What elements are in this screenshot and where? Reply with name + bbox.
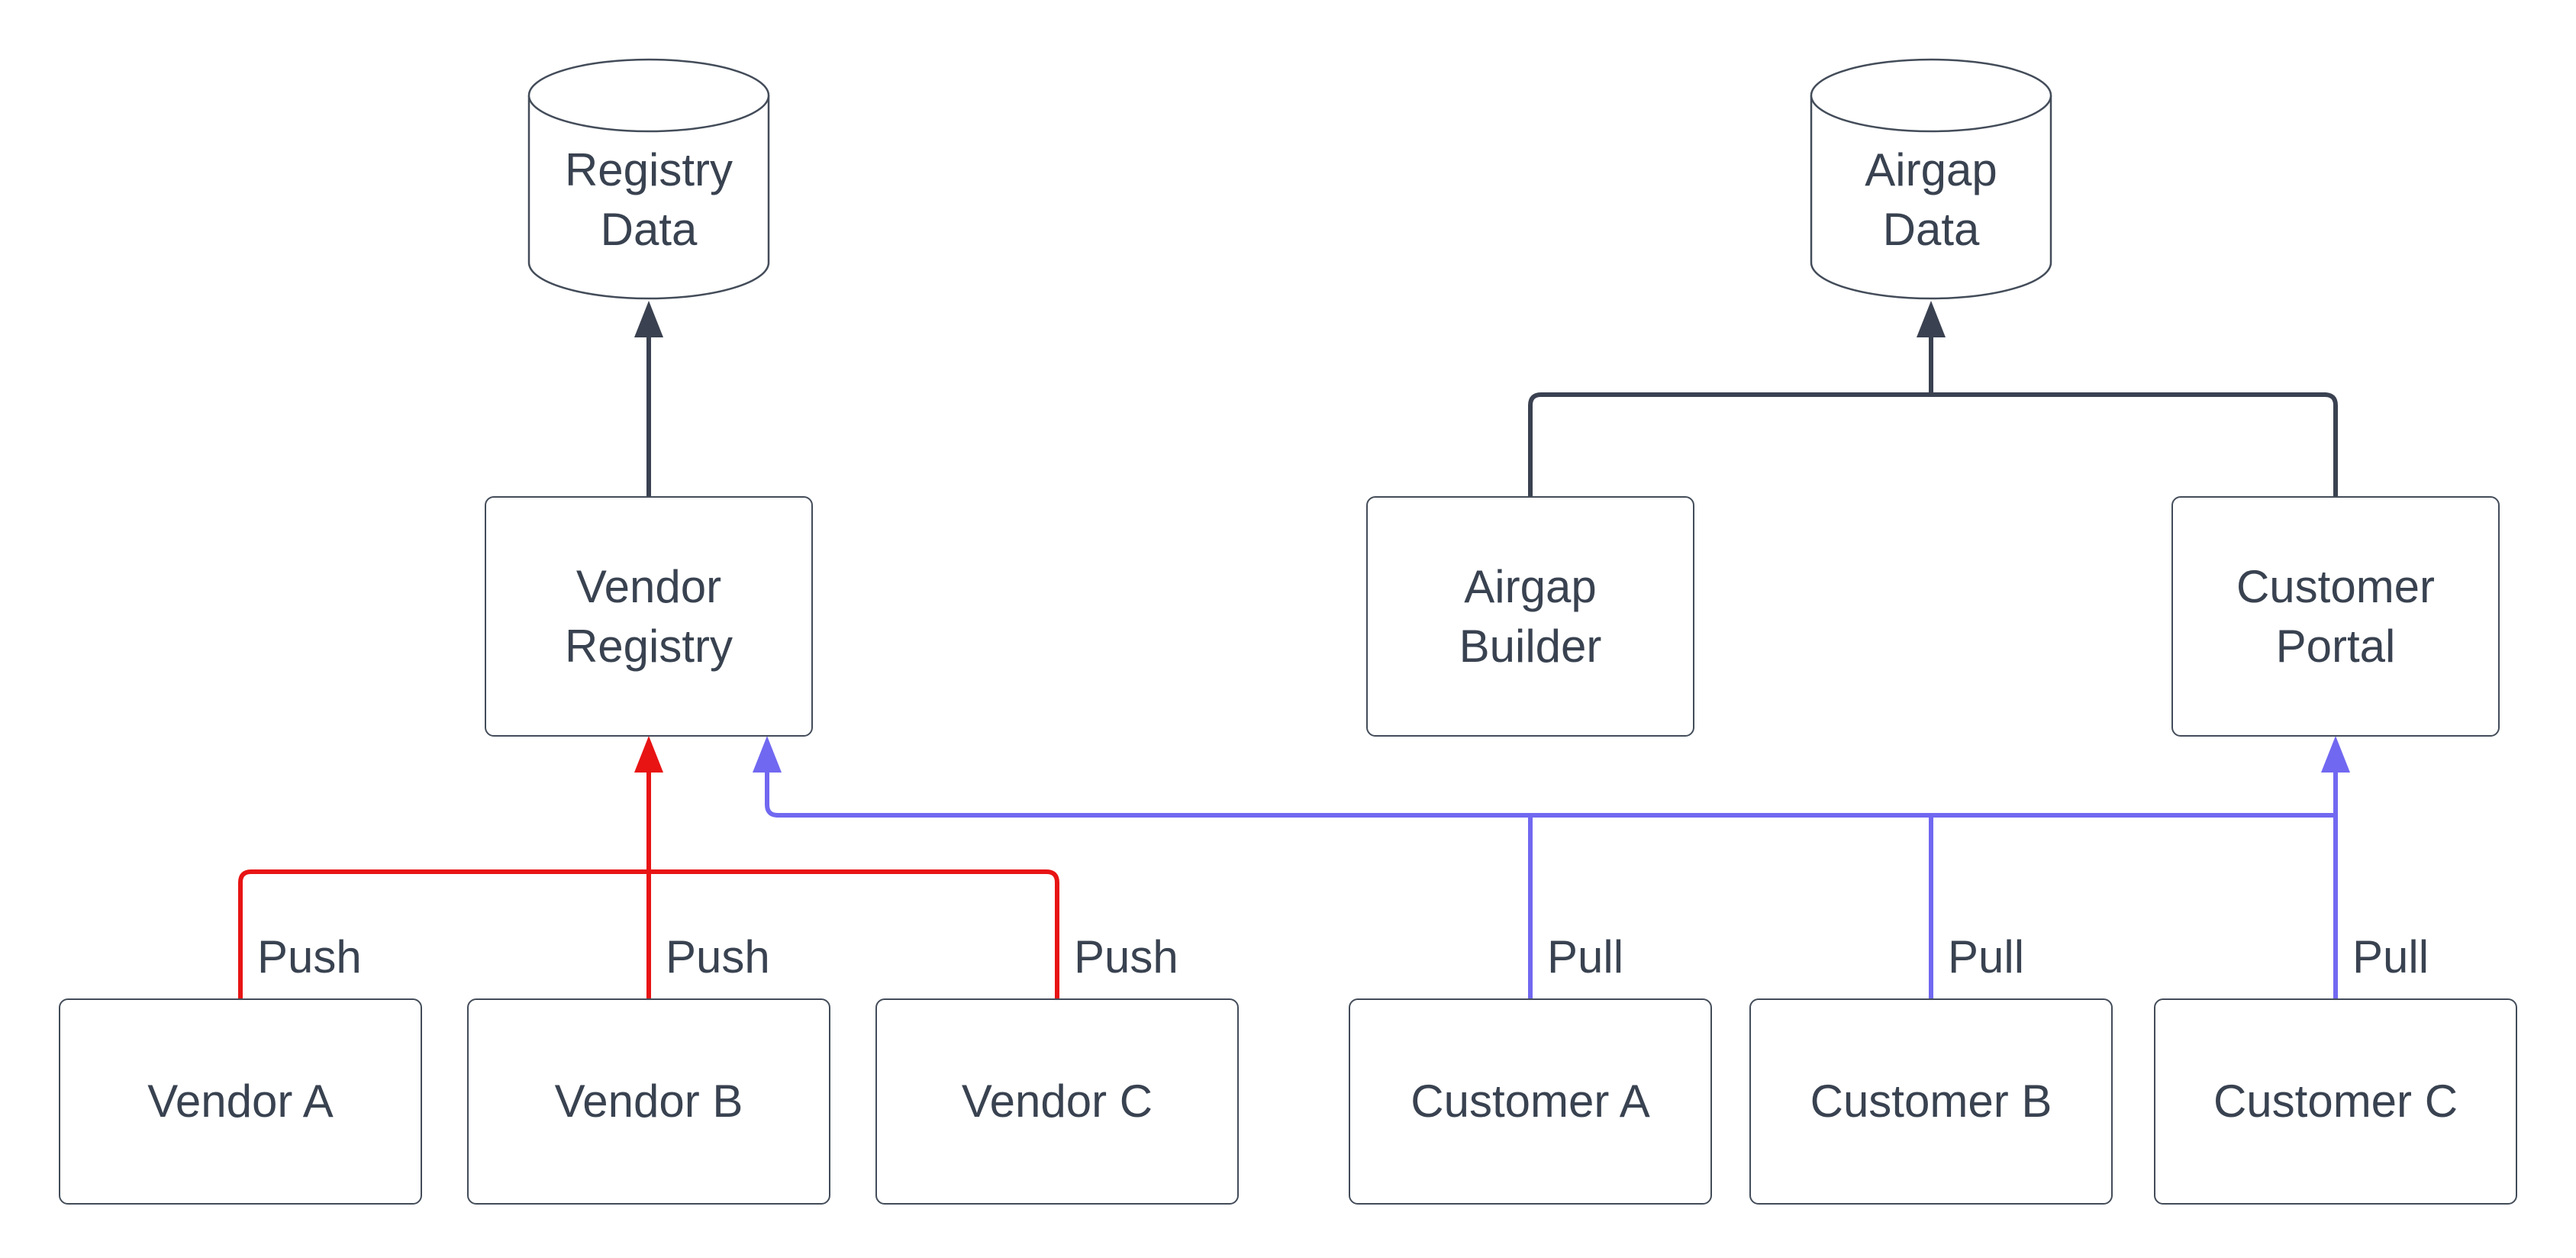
node-label: Vendor B xyxy=(554,1076,743,1127)
cylinder-shape xyxy=(1810,58,2052,300)
node-customer-a: Customer A xyxy=(1349,998,1712,1205)
node-label: Customer C xyxy=(2213,1076,2458,1127)
node-label: Vendor A xyxy=(147,1076,334,1127)
edge-label-push-vendor-a: Push xyxy=(257,931,362,982)
edge-label-pull-customer-c: Pull xyxy=(2352,931,2429,982)
arrowhead-up-blue xyxy=(753,736,782,773)
node-label: Vendor Registry xyxy=(564,560,733,672)
node-label: Customer B xyxy=(1810,1076,2052,1127)
node-label: Customer A xyxy=(1411,1076,1650,1127)
edge-label-pull-customer-b: Pull xyxy=(1948,931,2025,982)
node-label: Customer Portal xyxy=(2236,560,2436,672)
edge-customers-pull-from-vendor-registry xyxy=(753,736,2350,998)
node-airgap-data: Airgap Data xyxy=(1809,56,2053,300)
edge-label-push-vendor-c: Push xyxy=(1074,931,1178,982)
edge-vendor-registry-to-registry-data xyxy=(634,301,663,496)
node-customer-c: Customer C xyxy=(2154,998,2517,1205)
node-vendor-registry: Vendor Registry xyxy=(485,496,813,737)
node-label: Vendor C xyxy=(961,1076,1153,1127)
node-customer-b: Customer B xyxy=(1749,998,2113,1205)
arrowhead-up-dark xyxy=(1917,301,1946,337)
node-vendor-c: Vendor C xyxy=(875,998,1239,1205)
node-label: Airgap Builder xyxy=(1459,560,1602,672)
node-vendor-a: Vendor A xyxy=(59,998,422,1205)
node-label: Airgap Data xyxy=(1865,144,1997,255)
edge-vendors-push-to-vendor-registry xyxy=(238,736,1059,998)
edge-builder-and-portal-to-airgap-data xyxy=(1528,301,2338,496)
edge-label-push-vendor-b: Push xyxy=(666,931,770,982)
node-registry-data: Registry Data xyxy=(527,56,771,300)
node-customer-portal: Customer Portal xyxy=(2171,496,2500,737)
node-label: Registry Data xyxy=(564,144,733,255)
arrowhead-up-dark xyxy=(634,301,663,337)
edge-label-pull-customer-a: Pull xyxy=(1547,931,1624,982)
cylinder-shape xyxy=(527,58,770,300)
arrowhead-up-blue xyxy=(2321,736,2350,773)
node-airgap-builder: Airgap Builder xyxy=(1366,496,1694,737)
arrowhead-up-red xyxy=(634,736,663,773)
node-vendor-b: Vendor B xyxy=(467,998,830,1205)
